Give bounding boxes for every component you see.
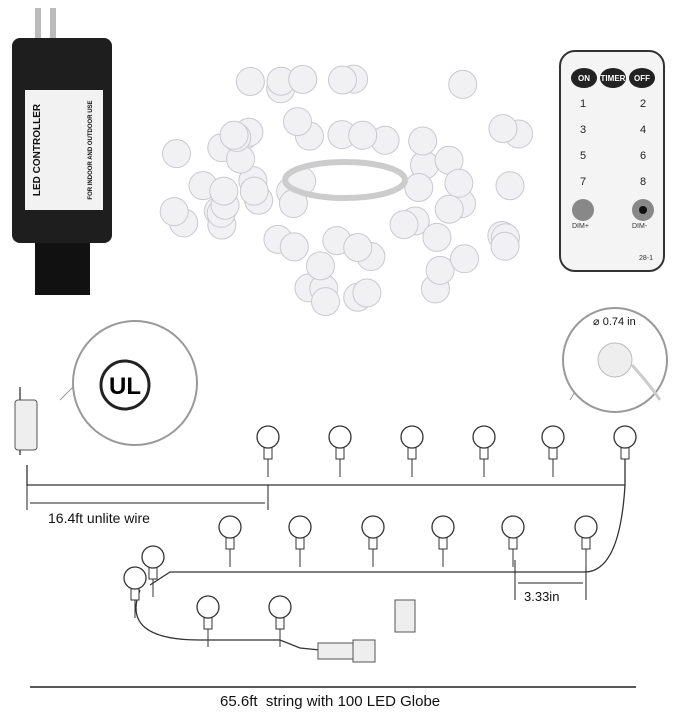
adapter-label-title: LED CONTROLLER xyxy=(32,103,43,197)
adapter-label xyxy=(25,90,103,210)
cluster-bulb xyxy=(219,120,249,150)
power-adapter xyxy=(12,8,112,295)
globe-bulb xyxy=(501,515,525,567)
dimension-lines xyxy=(26,485,636,688)
cluster-bulb xyxy=(434,194,464,224)
cluster-bulb xyxy=(305,251,335,281)
globe-bulb xyxy=(361,515,385,567)
dim-dot-icon xyxy=(639,206,647,214)
button-3[interactable]: 3 xyxy=(579,124,587,136)
ul-callout: UL xyxy=(59,320,198,446)
cluster-bulb xyxy=(279,232,309,262)
total-length: 65.6ft string with 100 LED Globe xyxy=(220,693,440,710)
off-button[interactable]: OFF xyxy=(629,68,655,88)
bulb-size-callout xyxy=(562,307,668,413)
cluster-bulb xyxy=(348,120,378,150)
cluster-bulb xyxy=(162,139,192,169)
button-4[interactable]: 4 xyxy=(639,124,647,136)
cluster-bulb xyxy=(235,66,265,96)
adapter-label-note: FOR INDOOR AND OUTDOOR USE xyxy=(88,100,94,200)
plug-connector xyxy=(14,399,416,663)
globe-bulb xyxy=(288,515,312,567)
cluster-bulb xyxy=(444,168,474,198)
cluster-bulb xyxy=(239,176,269,206)
globe-bulb xyxy=(268,595,292,647)
cluster-bulb xyxy=(352,278,382,308)
cluster-bulb xyxy=(448,69,478,99)
cluster-bulb xyxy=(288,64,318,94)
globe-bulb xyxy=(472,425,496,477)
timer-button[interactable]: TIMER xyxy=(600,68,626,88)
dim-plus-button[interactable] xyxy=(572,199,594,221)
cluster-bulb xyxy=(450,244,480,274)
cluster-bulb xyxy=(488,114,518,144)
globe-bulb xyxy=(431,515,455,567)
dim-minus-button[interactable] xyxy=(632,199,654,221)
bulb-diameter: ⌀ 0.74 in xyxy=(593,316,636,328)
globe-bulb xyxy=(400,425,424,477)
cluster-bulb xyxy=(389,210,419,240)
cluster-bulb xyxy=(343,232,373,262)
cluster-bulb xyxy=(311,287,341,317)
globe-bulb xyxy=(328,425,352,477)
string-description: string with 100 LED Globe xyxy=(265,693,441,710)
cluster-bulb xyxy=(422,222,452,252)
cluster-bulb xyxy=(283,107,313,137)
button-1[interactable]: 1 xyxy=(579,98,587,110)
button-2[interactable]: 2 xyxy=(639,98,647,110)
cluster-bulb xyxy=(404,173,434,203)
button-7[interactable]: 7 xyxy=(579,176,587,188)
button-6[interactable]: 6 xyxy=(639,150,647,162)
cluster-bulb xyxy=(159,197,189,227)
svg-text:UL: UL xyxy=(109,373,141,400)
on-button[interactable]: ON xyxy=(571,68,597,88)
globe-bulb xyxy=(256,425,280,477)
bundled-wire xyxy=(282,159,408,201)
cluster-bulb xyxy=(495,171,525,201)
dim-plus-label: DIM+ xyxy=(572,223,589,230)
bulb-diameter-value: 0.74 in xyxy=(602,316,636,328)
cluster-bulb xyxy=(408,126,438,156)
cluster-bulb xyxy=(328,65,358,95)
bulb-spacing: 3.33in xyxy=(524,589,560,604)
ul-logo xyxy=(99,359,151,411)
lead-wire-length: 16.4ft unlite wire xyxy=(48,510,150,526)
globe-bulb xyxy=(613,425,637,477)
dim-minus-label: DIM- xyxy=(632,223,648,230)
cluster-bulb xyxy=(490,231,520,261)
globe-bulb xyxy=(123,566,147,618)
button-5[interactable]: 5 xyxy=(579,150,587,162)
cluster-bulb xyxy=(425,255,455,285)
globe-bulb xyxy=(196,595,220,647)
remote-model: 28-1 xyxy=(638,255,653,262)
globe-bulb xyxy=(141,545,165,597)
light-cluster xyxy=(159,64,534,317)
remote-control: ON TIMER OFF 1 2 3 4 5 6 7 8 DIM+ DIM- 2… xyxy=(559,50,665,272)
globe-bulb xyxy=(541,425,565,477)
globe-bulb xyxy=(218,515,242,567)
globe-bulb xyxy=(574,515,598,567)
cluster-bulb xyxy=(209,176,239,206)
button-8[interactable]: 8 xyxy=(639,176,647,188)
total-length-value: 65.6ft xyxy=(220,693,258,710)
